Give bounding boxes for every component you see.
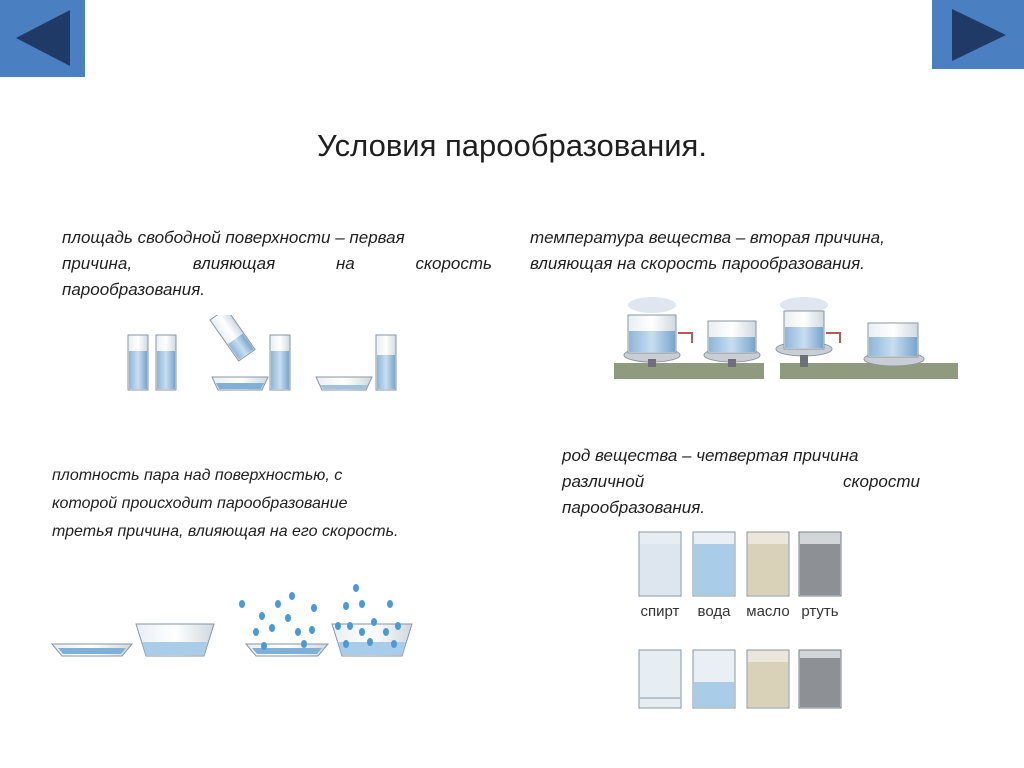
text-line: которой происходит парообразование: [52, 495, 348, 512]
text-line: парообразования.: [562, 498, 706, 517]
temperature-figure: [614, 297, 958, 379]
word: скорости: [842, 472, 920, 491]
shallow-dish: [244, 643, 330, 657]
text-line: различной скорости: [562, 469, 920, 495]
word: влияющая: [192, 254, 276, 273]
dish: [211, 376, 269, 391]
base-plate: [614, 363, 764, 379]
glass-water: [692, 531, 736, 709]
text-line: род вещества – четвертая причина: [562, 446, 859, 465]
tall-glass: [269, 334, 291, 391]
glass-mercury: [798, 531, 842, 709]
label-water: вода: [698, 603, 732, 620]
text-line: площадь свободной поверхности – первая: [62, 228, 405, 247]
next-slide-button[interactable]: [932, 0, 1024, 69]
beaker-hot: [775, 310, 841, 367]
slide-title: Условия парообразования.: [317, 128, 707, 163]
word: на: [335, 254, 355, 273]
text-line: температура вещества – вторая причина,: [530, 228, 885, 247]
surface-area-text: площадь свободной поверхности – первая п…: [62, 225, 492, 303]
label-alcohol: спирт: [641, 603, 680, 620]
surface-area-figure: [127, 315, 397, 391]
temperature-text: температура вещества – вторая причина, в…: [530, 225, 940, 277]
previous-slide-button[interactable]: [0, 0, 85, 77]
substances-figure: спирт вода масло ртуть: [638, 531, 842, 709]
triangle-left-icon: [16, 10, 70, 66]
tall-glass: [375, 334, 397, 391]
beaker-hot: [623, 314, 693, 367]
text-line: причина, влияющая на скорость: [62, 251, 492, 277]
triangle-right-icon: [952, 9, 1006, 61]
shallow-dish: [50, 643, 134, 657]
pouring-glass: [209, 315, 256, 362]
text-line: парообразования.: [62, 280, 206, 299]
text-line: плотность пара над поверхностью, с: [52, 467, 343, 484]
deep-bowl: [135, 623, 215, 657]
word: причина,: [62, 254, 133, 273]
beaker: [703, 320, 761, 367]
vapor-particles: [239, 584, 401, 650]
word: скорость: [415, 254, 493, 273]
substance-kind-text: род вещества – четвертая причина различн…: [562, 443, 920, 521]
glass-alcohol: [638, 531, 682, 709]
beaker: [863, 322, 925, 367]
steam: [628, 297, 828, 313]
tall-glass: [155, 334, 177, 391]
text-line: влияющая на скорость парообразования.: [530, 254, 865, 273]
vapor-density-figure: [50, 584, 413, 657]
base-plate: [780, 363, 958, 379]
tall-glass: [127, 334, 149, 391]
word: различной: [562, 472, 645, 491]
glass-oil: [746, 531, 790, 709]
vapor-density-text: плотность пара над поверхностью, с котор…: [52, 462, 452, 546]
text-line: третья причина, влияющая на его скорость…: [52, 523, 399, 540]
label-oil: масло: [746, 603, 789, 620]
label-mercury: ртуть: [801, 603, 838, 620]
dish: [315, 376, 373, 391]
